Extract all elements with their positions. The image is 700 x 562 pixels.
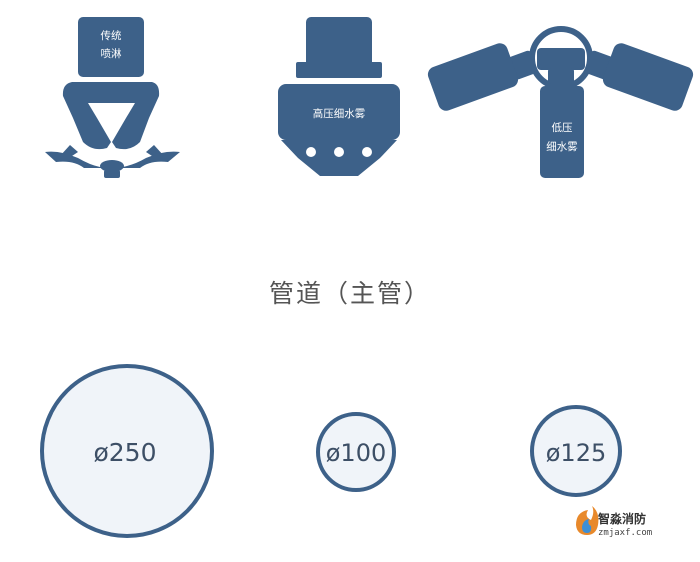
pipe-circle-large [40,364,214,538]
pipe-label-large: ø250 [93,438,156,467]
pipe-label-medium: ø125 [546,439,607,467]
pipe-circle-small [316,412,396,492]
nozzle-orifices [306,147,372,157]
low-pressure-label-line1: 低压 [552,121,573,134]
high-pressure-label: 高压细水雾 [313,107,366,120]
pipe-caption: 管道（主管） [268,279,431,308]
flame-logo-icon [576,506,599,535]
traditional-label-line1: 传统 [101,29,122,42]
low-pressure-label-line2: 细水雾 [546,140,578,153]
traditional-sprinkler-icon [45,17,180,178]
pipe-circle-medium [530,405,622,497]
traditional-label-line2: 喷淋 [101,47,122,60]
low-pressure-nozzle-icon [427,26,694,178]
watermark-url: zmjaxf.com [598,528,653,538]
watermark-name: 智淼消防 [598,512,647,526]
pipe-label-small: ø100 [326,439,387,467]
